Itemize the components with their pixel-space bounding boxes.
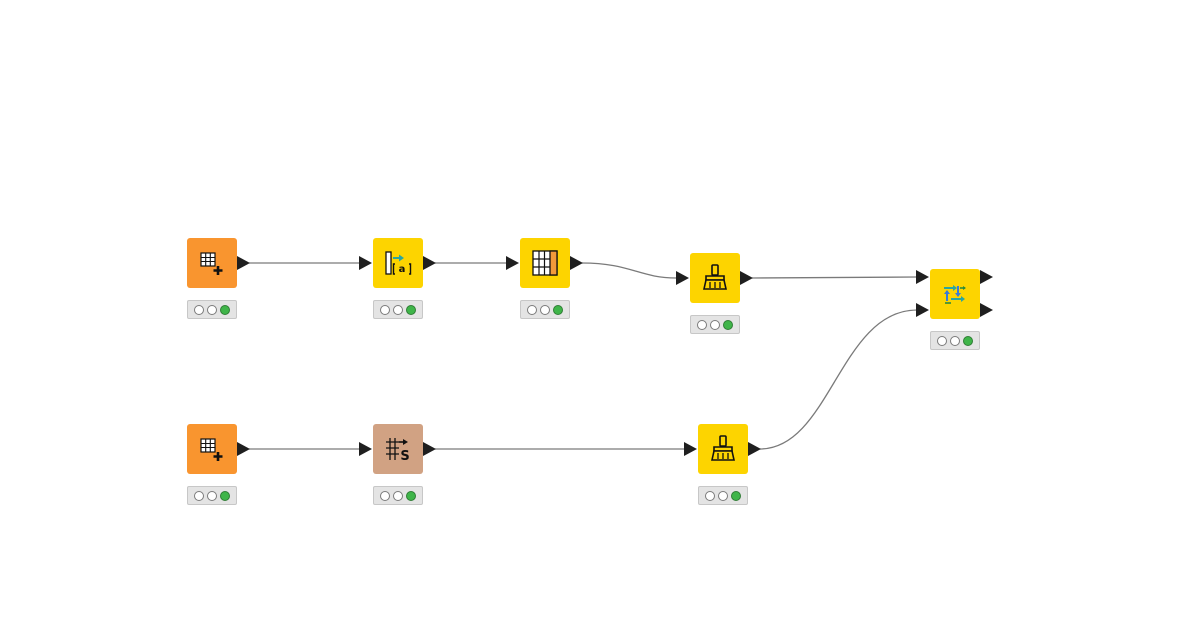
node-status-traffic-light <box>930 331 980 350</box>
input-port[interactable] <box>676 271 689 285</box>
output-port-1[interactable] <box>980 270 993 284</box>
status-light-yellow <box>207 304 217 315</box>
input-port[interactable] <box>359 442 372 456</box>
connection-n3-n4[interactable] <box>581 262 677 279</box>
string-to-table-icon: S <box>382 433 414 465</box>
node-status-traffic-light <box>520 300 570 319</box>
status-light-yellow <box>718 490 728 501</box>
node-missing-value-cleaner-1[interactable] <box>690 253 740 303</box>
column-rename-icon: a <box>382 247 414 279</box>
node-string-to-table[interactable]: S <box>373 424 423 474</box>
status-light-green <box>220 490 230 501</box>
node-missing-value-cleaner-2[interactable] <box>698 424 748 474</box>
input-port[interactable] <box>684 442 697 456</box>
output-port[interactable] <box>748 442 761 456</box>
input-port[interactable] <box>506 256 519 270</box>
status-light-green <box>220 304 230 315</box>
output-port[interactable] <box>237 256 250 270</box>
status-light-red <box>380 304 390 315</box>
cleaning-broom-icon <box>707 433 739 465</box>
status-light-yellow <box>393 304 403 315</box>
node-column-filter[interactable] <box>520 238 570 288</box>
input-port-2[interactable] <box>916 303 929 317</box>
svg-text:S: S <box>400 449 409 464</box>
status-light-red <box>527 304 537 315</box>
node-status-traffic-light <box>187 300 237 319</box>
input-port[interactable] <box>359 256 372 270</box>
status-light-red <box>705 490 715 501</box>
output-port[interactable] <box>423 442 436 456</box>
output-port[interactable] <box>570 256 583 270</box>
status-light-green <box>723 319 733 330</box>
status-light-red <box>194 490 204 501</box>
output-port[interactable] <box>423 256 436 270</box>
svg-text:a: a <box>399 264 406 275</box>
node-column-rename[interactable]: a <box>373 238 423 288</box>
node-status-traffic-light <box>698 486 748 505</box>
status-light-green <box>553 304 563 315</box>
node-status-traffic-light <box>373 300 423 319</box>
node-status-traffic-light <box>373 486 423 505</box>
status-light-red <box>937 335 947 346</box>
status-light-yellow <box>950 335 960 346</box>
cleaning-broom-icon <box>699 262 731 294</box>
connection-n4-n5[interactable] <box>751 276 918 279</box>
status-light-yellow <box>540 304 550 315</box>
status-light-yellow <box>207 490 217 501</box>
table-creator-icon <box>196 433 228 465</box>
node-table-compare[interactable] <box>930 269 980 319</box>
status-light-yellow <box>393 490 403 501</box>
output-port[interactable] <box>237 442 250 456</box>
transpose-compare-icon <box>939 278 971 310</box>
node-status-traffic-light <box>690 315 740 334</box>
status-light-red <box>380 490 390 501</box>
input-port-1[interactable] <box>916 270 929 284</box>
status-light-green <box>406 304 416 315</box>
connection-n8-n5[interactable] <box>759 309 918 450</box>
status-light-green <box>406 490 416 501</box>
status-light-green <box>731 490 741 501</box>
status-light-green <box>963 335 973 346</box>
node-table-creator-2[interactable] <box>187 424 237 474</box>
node-table-creator-1[interactable] <box>187 238 237 288</box>
status-light-yellow <box>710 319 720 330</box>
column-filter-icon <box>529 247 561 279</box>
output-port-2[interactable] <box>980 303 993 317</box>
node-status-traffic-light <box>187 486 237 505</box>
status-light-red <box>194 304 204 315</box>
output-port[interactable] <box>740 271 753 285</box>
table-creator-icon <box>196 247 228 279</box>
status-light-red <box>697 319 707 330</box>
